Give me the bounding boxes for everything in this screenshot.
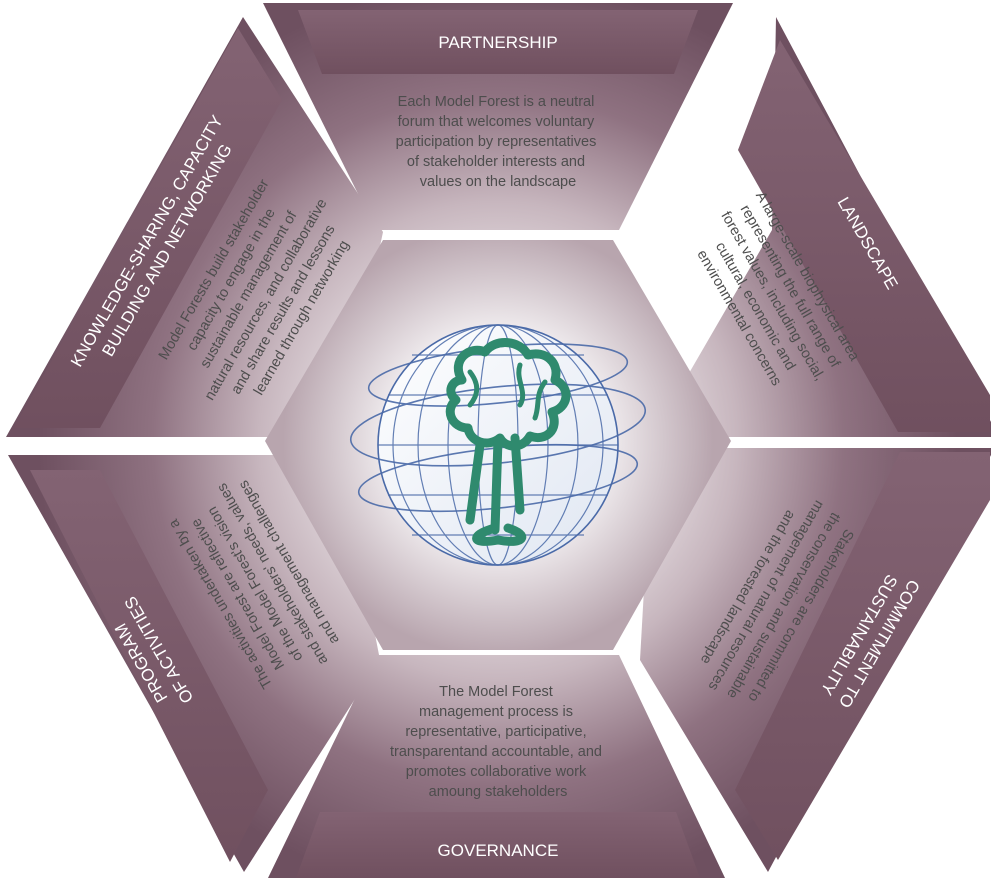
segment-program bbox=[8, 455, 380, 872]
body-partnership: Each Model Forest is a neutral forum tha… bbox=[396, 94, 601, 190]
band-sustainability bbox=[735, 452, 990, 860]
globe-tree-icon bbox=[349, 324, 647, 566]
band-program bbox=[30, 470, 268, 862]
segment-partnership bbox=[263, 3, 733, 230]
band-governance bbox=[296, 812, 700, 878]
band-knowledge bbox=[14, 28, 282, 428]
body-governance: The Model Forest management process is r… bbox=[390, 684, 606, 800]
segment-sustainability bbox=[640, 448, 991, 872]
title-governance: GOVERNANCE bbox=[438, 841, 559, 860]
segment-governance bbox=[268, 655, 725, 878]
segment-knowledge bbox=[6, 17, 383, 437]
band-landscape bbox=[738, 40, 990, 432]
segment-landscape bbox=[652, 17, 991, 437]
band-partnership bbox=[298, 10, 698, 74]
title-partnership: PARTNERSHIP bbox=[438, 33, 557, 52]
